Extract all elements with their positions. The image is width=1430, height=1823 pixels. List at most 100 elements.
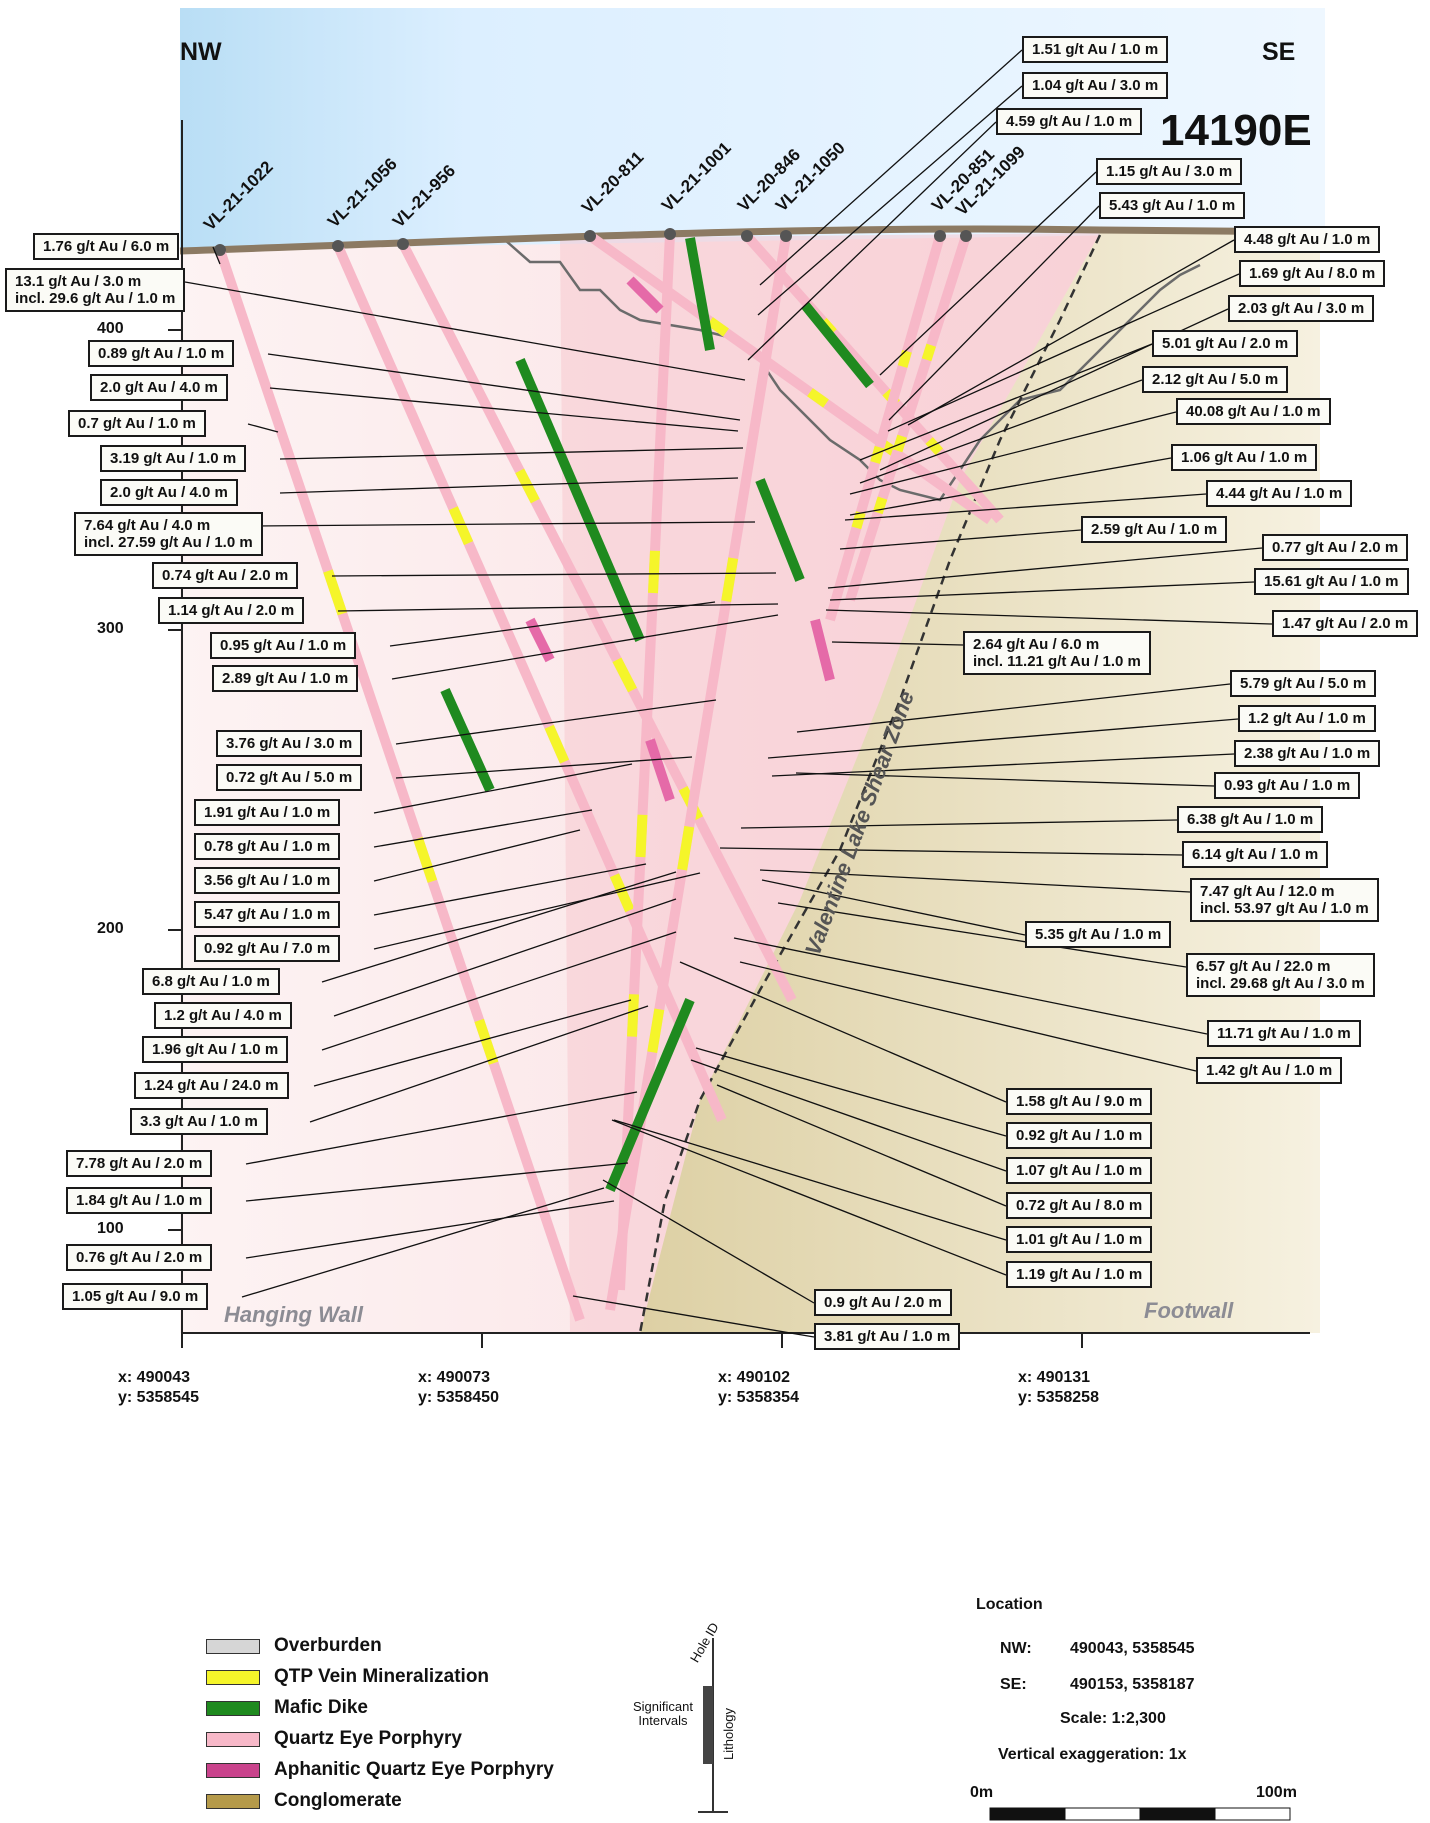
leader-line bbox=[572, 1295, 815, 1338]
drill-hole-trace bbox=[825, 234, 945, 622]
interval-label-text: 40.08 g/t Au / 1.0 m bbox=[1186, 403, 1321, 420]
interval-label: 6.14 g/t Au / 1.0 m bbox=[1182, 841, 1329, 868]
hole-key-intervals-label: Significant Intervals bbox=[633, 1699, 693, 1728]
leader-line bbox=[389, 601, 716, 647]
leader-line bbox=[333, 898, 677, 1017]
scale-bar-start: 0m bbox=[970, 1784, 994, 1801]
leader-line bbox=[267, 353, 741, 421]
elevation-label: 100 bbox=[97, 1220, 124, 1237]
interval-label-text: 5.79 g/t Au / 5.0 m bbox=[1240, 675, 1367, 692]
leader-line bbox=[373, 809, 593, 848]
drill-hole-trace bbox=[215, 248, 585, 1322]
legend-label: Quartz Eye Porphyry bbox=[274, 1728, 462, 1749]
collar-marker bbox=[332, 240, 344, 252]
leader-line bbox=[331, 572, 777, 577]
leader-line bbox=[733, 937, 1208, 1035]
interval-label-text: 1.24 g/t Au / 24.0 m bbox=[144, 1077, 279, 1094]
interval-label: 1.14 g/t Au / 2.0 m bbox=[158, 597, 305, 624]
interval-label-text: 5.43 g/t Au / 1.0 m bbox=[1109, 197, 1236, 214]
interval-label: 7.78 g/t Au / 2.0 m bbox=[66, 1150, 213, 1177]
leader-line bbox=[279, 447, 744, 460]
interval-label: 1.04 g/t Au / 3.0 m bbox=[1022, 72, 1169, 99]
leader-line bbox=[395, 756, 693, 779]
interval-label-text: 1.19 g/t Au / 1.0 m bbox=[1016, 1266, 1143, 1283]
interval-label: 11.71 g/t Au / 1.0 m bbox=[1207, 1020, 1361, 1047]
interval-label-text: 3.3 g/t Au / 1.0 m bbox=[140, 1113, 258, 1130]
interval-label-text: 1.06 g/t Au / 1.0 m bbox=[1181, 449, 1308, 466]
leader-line bbox=[759, 49, 1023, 286]
interval-label-text: 0.9 g/t Au / 2.0 m bbox=[824, 1294, 942, 1311]
interval-label-text: 0.92 g/t Au / 1.0 m bbox=[1016, 1127, 1143, 1144]
vein-segment bbox=[721, 557, 739, 602]
leader-line bbox=[907, 239, 1235, 426]
mafic-dike-segment bbox=[755, 478, 805, 582]
interval-label-text: 0.89 g/t Au / 1.0 m bbox=[98, 345, 225, 362]
vein-segment bbox=[635, 814, 648, 858]
interval-label: 5.43 g/t Au / 1.0 m bbox=[1099, 192, 1246, 219]
interval-label: 1.47 g/t Au / 2.0 m bbox=[1272, 610, 1419, 637]
vein-segment bbox=[925, 437, 944, 456]
interval-label-text: 0.76 g/t Au / 2.0 m bbox=[76, 1249, 203, 1266]
interval-label-text: 2.12 g/t Au / 5.0 m bbox=[1152, 371, 1279, 388]
se-direction: SE bbox=[1262, 38, 1296, 66]
leader-line bbox=[761, 879, 1026, 936]
interval-label-text: 0.72 g/t Au / 5.0 m bbox=[226, 769, 353, 786]
leader-line bbox=[391, 614, 779, 680]
interval-label-text: 1.42 g/t Au / 1.0 m bbox=[1206, 1062, 1333, 1079]
vein-segment bbox=[515, 468, 540, 504]
interval-label: 2.0 g/t Au / 4.0 m bbox=[90, 374, 228, 401]
leader-line bbox=[373, 829, 581, 882]
interval-label-text: 1.2 g/t Au / 4.0 m bbox=[164, 1007, 282, 1024]
leader-line bbox=[887, 273, 1240, 432]
location-nw-label: NW: bbox=[1000, 1640, 1032, 1657]
interval-label-text: 1.05 g/t Au / 9.0 m bbox=[72, 1288, 199, 1305]
location-nw-value: 490043, 5358545 bbox=[1070, 1640, 1195, 1657]
interval-label: 0.92 g/t Au / 7.0 m bbox=[194, 935, 341, 962]
interval-label: 0.78 g/t Au / 1.0 m bbox=[194, 833, 341, 860]
interval-label-text: 1.2 g/t Au / 1.0 m bbox=[1248, 710, 1366, 727]
leader-line bbox=[613, 1119, 1007, 1241]
interval-label-text: 3.81 g/t Au / 1.0 m bbox=[824, 1328, 951, 1345]
leader-line bbox=[212, 246, 221, 265]
leader-line bbox=[831, 641, 964, 646]
scale-bar-end: 100m bbox=[1256, 1784, 1297, 1801]
interval-label: 2.12 g/t Au / 5.0 m bbox=[1142, 366, 1289, 393]
interval-label: 0.95 g/t Au / 1.0 m bbox=[210, 632, 357, 659]
interval-label: 0.7 g/t Au / 1.0 m bbox=[68, 410, 206, 437]
leader-line bbox=[879, 171, 1097, 376]
interval-label: 5.47 g/t Au / 1.0 m bbox=[194, 901, 341, 928]
drill-hole-trace bbox=[587, 231, 993, 525]
interval-label-text: 1.76 g/t Au / 6.0 m bbox=[43, 238, 170, 255]
interval-label-text: incl. 29.68 g/t Au / 3.0 m bbox=[1196, 975, 1365, 992]
ground-surface bbox=[179, 225, 1321, 255]
drill-hole-trace bbox=[845, 234, 971, 602]
leader-line bbox=[859, 343, 1153, 461]
interval-label-text: 3.56 g/t Au / 1.0 m bbox=[204, 872, 331, 889]
interval-label: 1.06 g/t Au / 1.0 m bbox=[1171, 444, 1318, 471]
leader-line bbox=[309, 1005, 649, 1123]
interval-label: 5.79 g/t Au / 5.0 m bbox=[1230, 670, 1377, 697]
interval-label-text: 2.0 g/t Au / 4.0 m bbox=[110, 484, 228, 501]
aphanitic-segment bbox=[626, 276, 664, 314]
vein-segment bbox=[897, 349, 912, 368]
leader-line bbox=[241, 1187, 605, 1298]
interval-label-text: 0.95 g/t Au / 1.0 m bbox=[220, 637, 347, 654]
collar-marker bbox=[741, 230, 753, 242]
leader-line bbox=[245, 1200, 615, 1259]
elevation-label: 200 bbox=[97, 920, 124, 937]
leader-line bbox=[269, 387, 739, 432]
elevation-label: 400 bbox=[97, 320, 124, 337]
interval-label-text: 0.77 g/t Au / 2.0 m bbox=[1272, 539, 1399, 556]
hole-key bbox=[698, 1638, 728, 1813]
interval-label-text: 2.89 g/t Au / 1.0 m bbox=[222, 670, 349, 687]
aphanitic-segment bbox=[810, 618, 835, 682]
collar-marker bbox=[780, 230, 792, 242]
interval-label: 1.96 g/t Au / 1.0 m bbox=[142, 1036, 289, 1063]
interval-label: 1.91 g/t Au / 1.0 m bbox=[194, 799, 341, 826]
leader-line bbox=[849, 411, 1177, 495]
legend-label: QTP Vein Mineralization bbox=[274, 1666, 490, 1687]
legend-swatch bbox=[206, 1793, 260, 1809]
leader-line bbox=[747, 121, 997, 361]
